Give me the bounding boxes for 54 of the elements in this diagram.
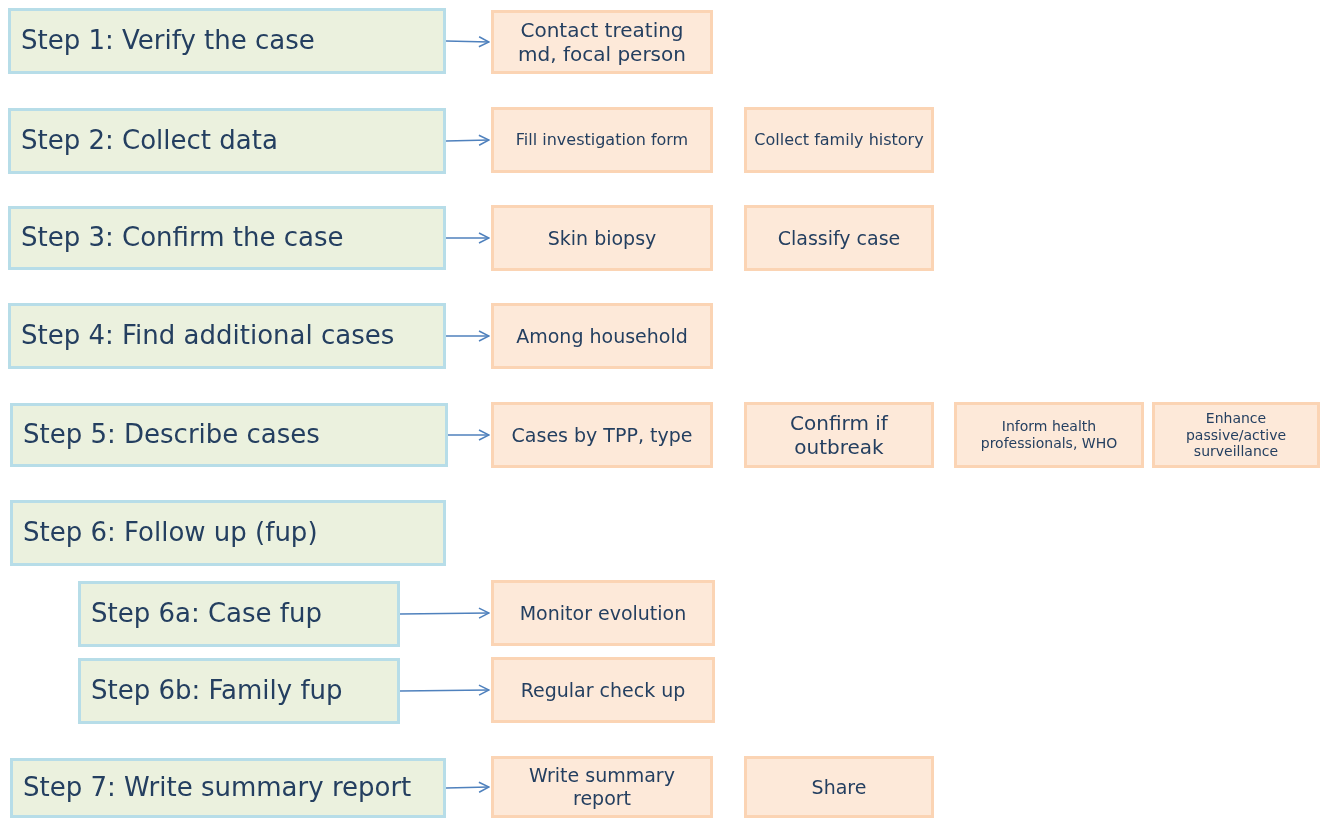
step-box — [10, 758, 446, 818]
action-box — [491, 756, 713, 818]
step-box — [78, 581, 400, 647]
action-label: Enhance passive/active surveillance — [1184, 409, 1288, 461]
step-box — [10, 403, 448, 467]
action-box — [744, 402, 934, 468]
action-label: Share — [811, 775, 867, 799]
arrow — [399, 684, 490, 696]
step-box — [78, 658, 400, 724]
arrow — [445, 330, 490, 342]
action-label: Classify case — [777, 226, 901, 250]
step-label: Step 6: Follow up (fup) — [23, 517, 318, 549]
arrow — [447, 429, 490, 441]
step-label: Step 4: Find additional cases — [21, 320, 395, 352]
action-label: Write summary report — [528, 764, 676, 810]
step-box — [10, 500, 446, 566]
action-box — [491, 205, 713, 271]
action-box — [491, 580, 715, 646]
action-label: Contact treating md, focal person — [517, 18, 687, 66]
step-box — [8, 206, 446, 270]
step-label: Step 5: Describe cases — [23, 419, 320, 451]
action-box — [744, 107, 934, 173]
step-label: Step 6a: Case fup — [91, 598, 322, 630]
action-label: Confirm if outbreak — [789, 411, 890, 459]
arrow — [399, 607, 490, 619]
step-label: Step 2: Collect data — [21, 125, 278, 157]
action-box — [491, 10, 713, 74]
step-label: Step 7: Write summary report — [23, 772, 412, 804]
arrow — [445, 232, 490, 244]
action-box — [491, 303, 713, 369]
action-label: Monitor evolution — [519, 601, 687, 625]
action-label: Cases by TPP, type — [511, 423, 693, 447]
action-label: Fill investigation form — [515, 130, 689, 150]
action-box — [1152, 402, 1320, 468]
arrow — [445, 134, 490, 146]
step-label: Step 1: Verify the case — [21, 25, 315, 57]
step-box — [8, 8, 446, 74]
action-label: Among household — [516, 324, 688, 348]
action-box — [491, 402, 713, 468]
action-label: Skin biopsy — [547, 226, 657, 250]
action-box — [491, 657, 715, 723]
action-label: Inform health professionals, WHO — [979, 418, 1119, 452]
arrow — [445, 36, 490, 48]
action-box — [491, 107, 713, 173]
step-box — [8, 303, 446, 369]
step-box — [8, 108, 446, 174]
action-label: Regular check up — [520, 678, 686, 702]
action-box — [954, 402, 1144, 468]
action-box — [744, 756, 934, 818]
step-label: Step 6b: Family fup — [91, 675, 343, 707]
action-label: Collect family history — [754, 130, 924, 150]
step-label: Step 3: Confirm the case — [21, 222, 344, 254]
arrow — [445, 781, 490, 793]
action-box — [744, 205, 934, 271]
